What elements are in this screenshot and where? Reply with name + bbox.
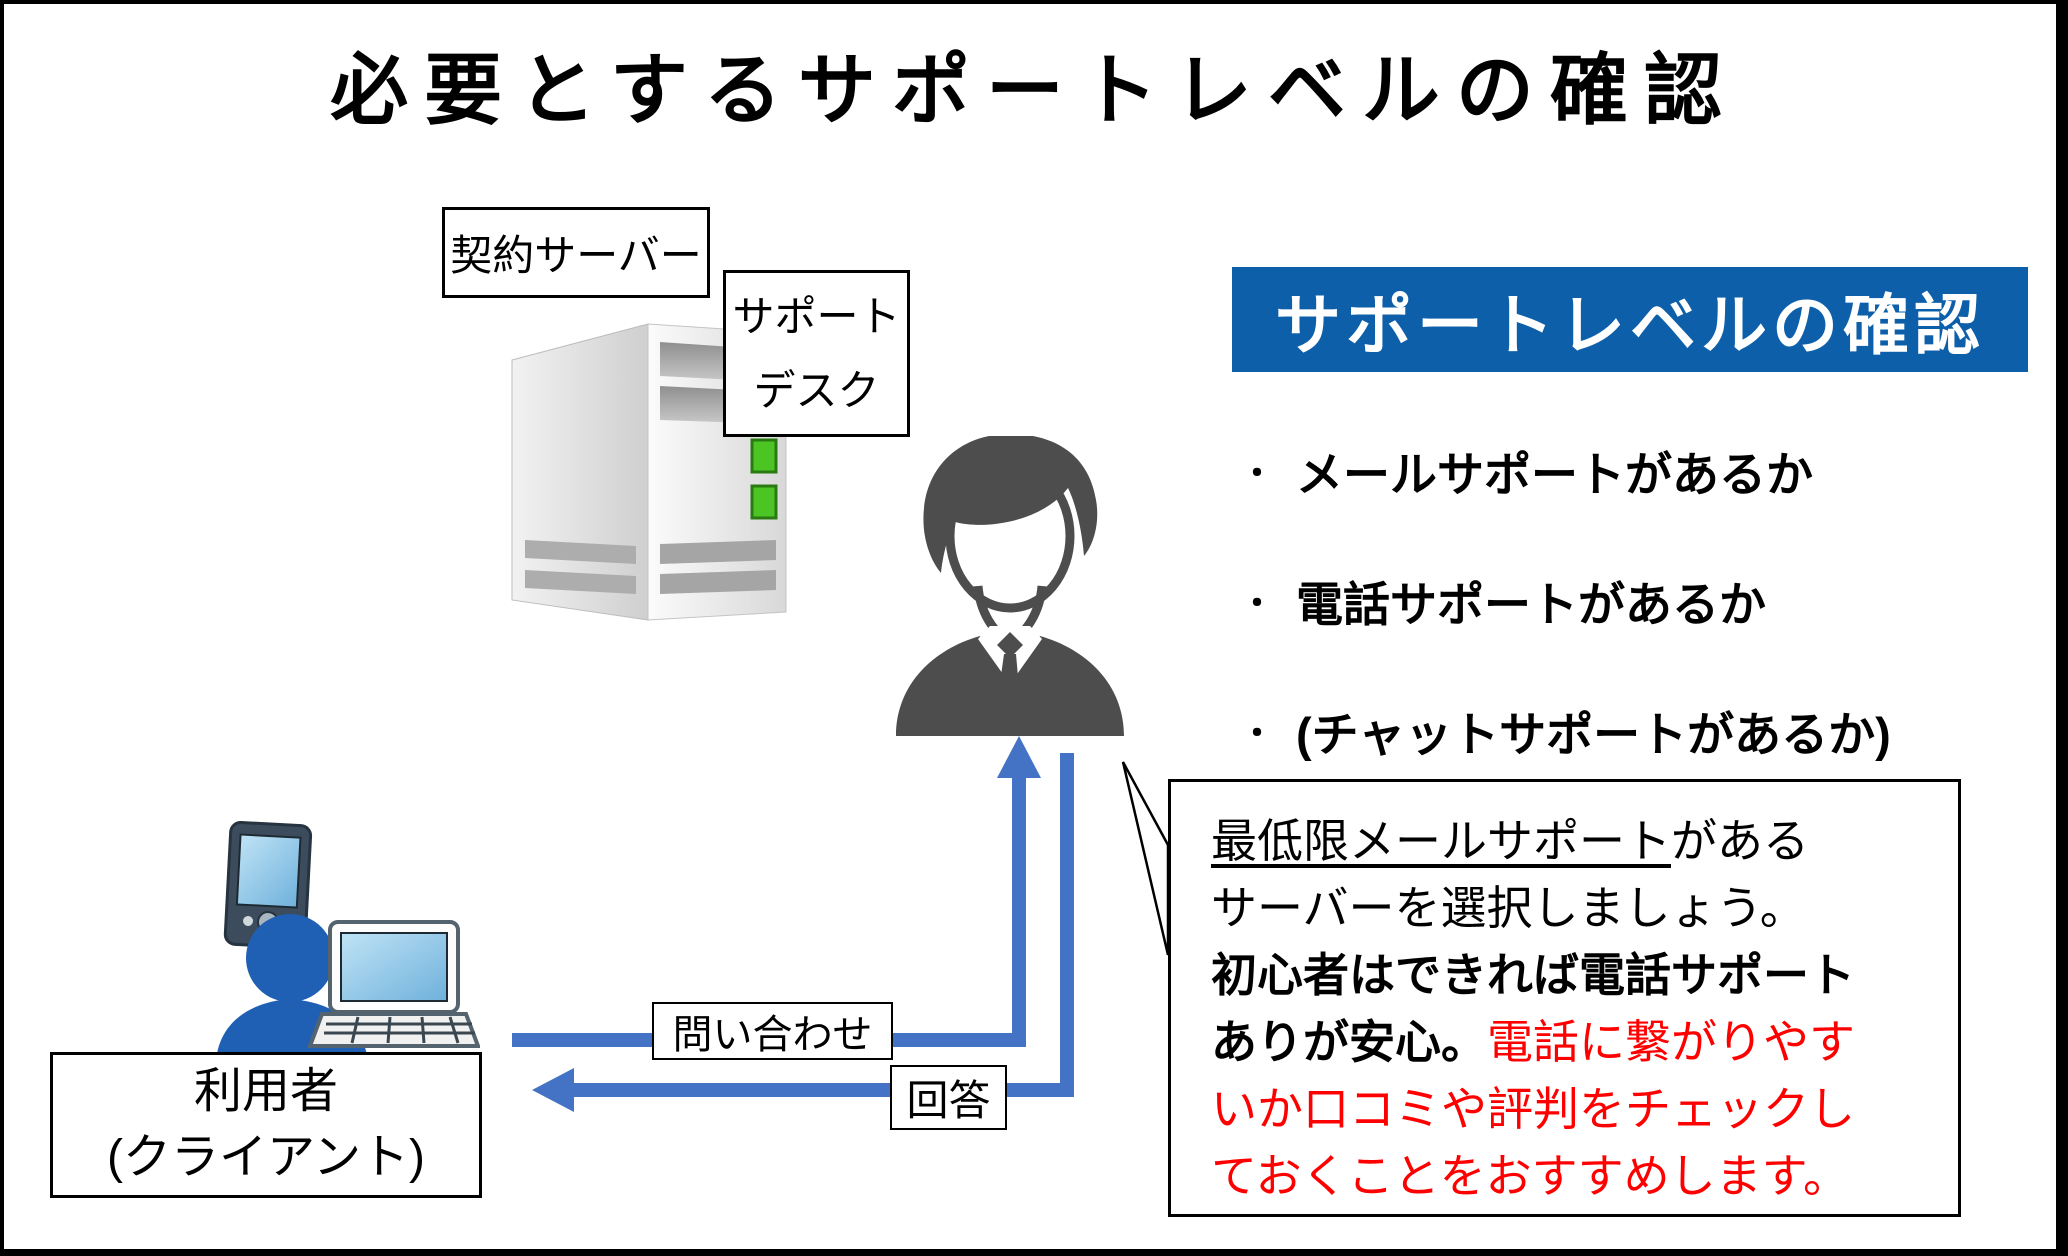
note-bold-text: ありが安心。 (1211, 1016, 1487, 1068)
checklist-item: ・ 電話サポートがあるか (1240, 570, 2050, 631)
support-level-heading: サポートレベルの確認 (1232, 267, 2028, 372)
server-vent (525, 540, 636, 564)
note-text: サーバーを選択しましょう。 (1211, 882, 1806, 934)
note-red-text: 電話に繋がりやす (1487, 1016, 1855, 1068)
note-red-text: ておくことをおすすめします。 (1211, 1150, 1850, 1202)
note-underlined-text: 最低限メールサポート (1211, 815, 1671, 867)
note-red-text: いか口コミや評判をチェックし (1211, 1083, 1855, 1135)
note-text: がある (1671, 815, 1809, 867)
bullet-glyph: ・ (1240, 454, 1274, 493)
server-vent (525, 570, 636, 594)
inquiry-arrowhead (997, 736, 1041, 778)
server-label-box: 契約サーバー (442, 207, 710, 298)
server-vent (660, 570, 776, 594)
support-desk-label-line1: サポート (732, 292, 901, 340)
server-led (750, 438, 778, 474)
user-label-line2: (クライアント) (106, 1131, 426, 1184)
agent-hair (923, 436, 1098, 573)
agent-tie (999, 654, 1019, 700)
support-desk-label-box: サポート デスク (723, 270, 910, 437)
bullet-text: 電話サポートがあるか (1296, 577, 1766, 631)
checklist-item: ・ (チャットサポートがあるか) (1240, 700, 2050, 761)
note-bold-text: 初心者はできれば電話サポート (1211, 949, 1855, 1001)
support-desk-label-line2: デスク (753, 366, 880, 414)
answer-arrow (532, 753, 1074, 1112)
answer-label-box: 回答 (890, 1065, 1007, 1130)
server-label: 契約サーバー (450, 232, 702, 279)
laptop-icon (307, 920, 480, 1048)
user-label-box: 利用者 (クライアント) (50, 1052, 482, 1198)
answer-arrowhead (532, 1068, 574, 1112)
inquiry-arrow (512, 736, 1041, 1047)
server-led (750, 484, 778, 520)
inquiry-label-box: 問い合わせ (652, 1002, 893, 1060)
bullet-text: メールサポートがあるか (1296, 447, 1813, 501)
server-vent (660, 540, 776, 564)
agent-tie-knot (997, 632, 1023, 658)
bullet-text: (チャットサポートがあるか) (1296, 707, 1891, 761)
answer-label: 回答 (906, 1077, 991, 1124)
callout-pointer (1121, 761, 1170, 956)
user-with-devices-icon (216, 820, 480, 1060)
checklist-item: ・ メールサポートがあるか (1240, 440, 2050, 501)
bullet-glyph: ・ (1240, 584, 1274, 623)
support-checklist: ・ メールサポートがあるか ・ 電話サポートがあるか ・ (チャットサポートがあ… (1240, 440, 2050, 830)
support-agent-icon (896, 436, 1124, 736)
inquiry-label: 問い合わせ (672, 1013, 873, 1057)
page-title: 必要とするサポートレベルの確認 (330, 46, 1738, 134)
user-label-line1: 利用者 (193, 1065, 338, 1118)
note-box: 最低限メールサポートがある サーバーを選択しましょう。 初心者はできれば電話サポ… (1168, 779, 1961, 1217)
bullet-glyph: ・ (1240, 714, 1274, 753)
